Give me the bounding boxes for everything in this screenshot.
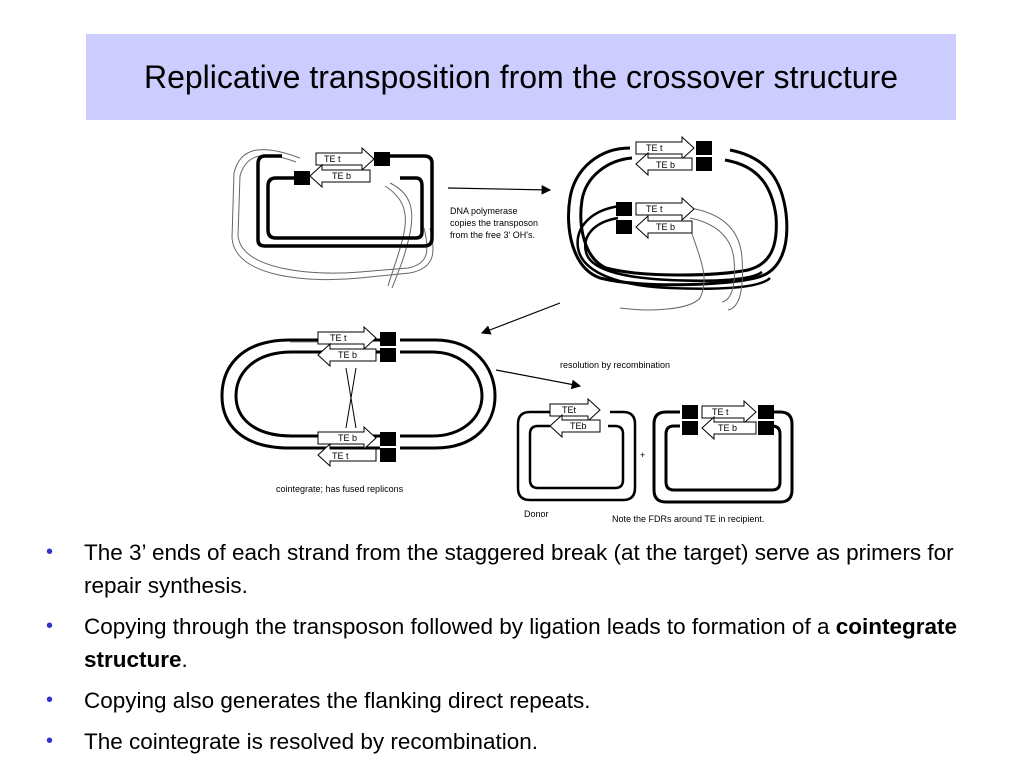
te-b-label: TE b xyxy=(656,222,675,232)
polymerase-note-line-3: from the free 3' OH's. xyxy=(450,230,535,240)
te-b-compact-label: TEb xyxy=(570,421,587,431)
bullet-item: • Copying also generates the flanking dir… xyxy=(42,684,992,717)
te-t-label: TE t xyxy=(646,143,663,153)
plus-sign: + xyxy=(640,450,645,460)
te-t-compact-label: TEt xyxy=(562,405,577,415)
bullet-dot: • xyxy=(46,541,54,563)
bullet-dot: • xyxy=(46,730,54,752)
polymerase-note-line-1: DNA polymerase xyxy=(450,206,518,216)
step-arrow-1 xyxy=(447,185,552,195)
bullet-item: • Copying through the transposon followed… xyxy=(42,610,992,676)
step-arrow-2 xyxy=(480,302,561,335)
bullet-text: The 3’ ends of each strand from the stag… xyxy=(84,540,954,598)
panel-recipient: TE t TE b Note the FDRs around TE in rec… xyxy=(612,399,794,524)
cointegrate-note: cointegrate; has fused replicons xyxy=(276,484,404,494)
te-t-label: TE t xyxy=(712,407,729,417)
bullet-text: The cointegrate is resolved by recombina… xyxy=(84,729,538,754)
panel-replication: TE t TE b TE t TE b xyxy=(567,135,789,311)
panel-cointegrate: TE t TE b TE b TE t cointegrate; has fus… xyxy=(220,325,497,494)
panel-crossover: TE t TE b xyxy=(231,146,434,289)
bullet-text: Copying through the transposon followed … xyxy=(84,614,836,639)
bullet-dot: • xyxy=(46,615,54,637)
step-arrow-3 xyxy=(495,369,582,390)
bullet-dot: • xyxy=(46,689,54,711)
te-b-label: TE b xyxy=(338,350,357,360)
te-b-label: TE b xyxy=(718,423,737,433)
bullet-text-end: . xyxy=(181,647,188,672)
te-t-label: TE t xyxy=(332,451,349,461)
bullet-item: • The cointegrate is resolved by recombin… xyxy=(42,725,992,758)
te-t-label: TE t xyxy=(330,333,347,343)
resolution-note: resolution by recombination xyxy=(560,360,670,370)
slide-title: Replicative transposition from the cross… xyxy=(143,58,899,95)
te-t-label: TE t xyxy=(324,154,341,164)
te-t-label: TE t xyxy=(646,204,663,214)
bullet-item: • The 3’ ends of each strand from the sta… xyxy=(42,536,992,602)
polymerase-note-line-2: copies the transposon xyxy=(450,218,538,228)
te-b-label: TE b xyxy=(338,433,357,443)
transposition-diagram: TE t TE b DNA polymerase copies the tran… xyxy=(220,128,810,532)
bullet-text: Copying also generates the flanking dire… xyxy=(84,688,591,713)
donor-label: Donor xyxy=(524,509,549,519)
bullet-list: • The 3’ ends of each strand from the sta… xyxy=(42,536,992,766)
bullet-bold-term: cointegrate structure xyxy=(84,614,957,672)
fdr-note: Note the FDRs around TE in recipient. xyxy=(612,514,764,524)
title-banner: Replicative transposition from the cross… xyxy=(86,34,956,120)
te-b-label: TE b xyxy=(656,160,675,170)
panel-donor: TEt TEb Donor xyxy=(516,397,637,519)
te-b-label: TE b xyxy=(332,171,351,181)
